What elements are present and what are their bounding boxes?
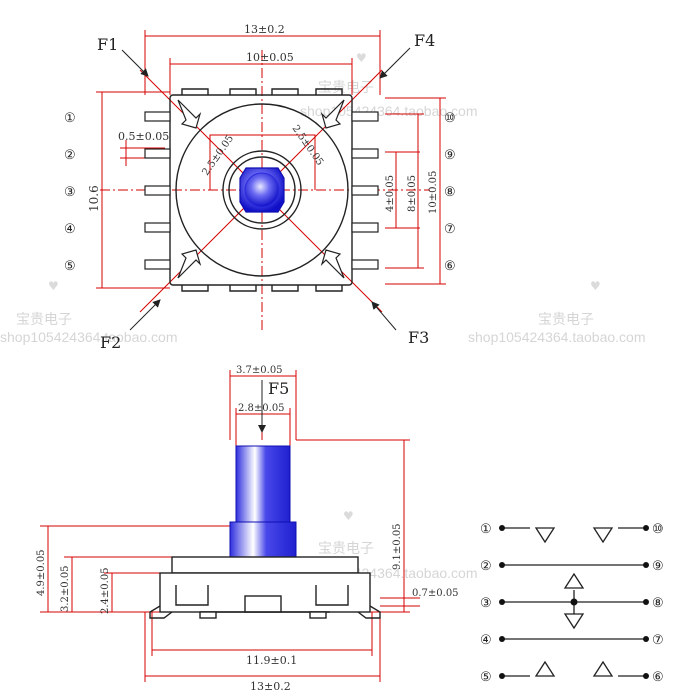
knob-top [239,167,285,213]
watermark-url-2: shop105424364.taobao.com [0,329,177,345]
pin-label-2: ② [64,148,76,163]
pin-label-8: ⑧ [444,185,456,200]
watermark-shop-1: 宝贵电子 [318,79,374,95]
dim-knob-inner: 2.8±0.05 [238,403,285,414]
watermark: 宝贵电子 shop105424364.taobao.com 宝贵电子 shop1… [0,51,645,581]
schem-pin-8: ⑧ [652,596,664,611]
dim-lead: 0.7±0.05 [412,588,459,599]
dim-h-49: 4.9±0.05 [36,549,47,596]
dim-knob-width: 3.7±0.05 [236,365,283,376]
schematic: ① ② ③ ④ ⑤ ⑩ ⑨ ⑧ ⑦ ⑥ [480,522,664,685]
schem-pin-7: ⑦ [652,633,664,648]
right-pins [351,111,379,270]
dim-h-24: 2.4±0.05 [100,567,111,614]
dim-w-119: 11.9±0.1 [246,654,297,667]
heart-icon: ♥ [48,279,59,293]
schem-pin-6: ⑥ [652,670,664,685]
force-label-f3: F3 [408,328,429,347]
pin-label-5: ⑤ [64,259,76,274]
knob-side [229,445,297,559]
force-label-f2: F2 [100,333,121,352]
pin-label-7: ⑦ [444,222,456,237]
pin-label-1: ① [64,111,76,126]
pin-label-10: ⑩ [444,111,456,126]
schem-pin-5: ⑤ [480,670,492,685]
side-view: F5 3.7±0.05 2.8±0.05 4.9±0.05 3.2±0.05 2… [36,365,459,693]
dim-diag-left: 2.5±0.05 [200,133,236,177]
watermark-shop-4: 宝贵电子 [318,540,374,556]
dim-height-left: 10.6 [87,185,101,212]
dim-h-32: 3.2±0.05 [60,565,71,612]
dim-span-10: 10±0.05 [428,171,439,214]
force-label-f4: F4 [414,31,435,50]
dim-body-width: 10±0.05 [246,51,294,64]
switch-body-side [149,556,381,619]
dim-pin-width: 0.5±0.05 [118,130,169,143]
schem-pin-2: ② [480,559,492,574]
force-label-f1: F1 [97,35,118,54]
top-view: F1 F4 F2 F3 13±0.2 10±0.05 0.5±0.05 2.5±… [64,23,456,352]
left-pins [144,111,171,270]
dim-h-91: 9.1±0.05 [392,523,403,570]
pin-label-3: ③ [64,185,76,200]
watermark-shop-3: 宝贵电子 [538,311,594,327]
schem-pin-9: ⑨ [652,559,664,574]
heart-icon: ♥ [343,509,354,523]
schem-pin-1: ① [480,522,492,537]
dim-pitch-4: 4±0.05 [385,175,396,212]
watermark-shop-2: 宝贵电子 [16,311,72,327]
dim-pitch-8: 8±0.05 [407,175,418,212]
schem-pin-10: ⑩ [652,522,664,537]
dim-diag-right: 2.5±0.05 [290,123,326,167]
schem-pin-4: ④ [480,633,492,648]
schem-pin-3: ③ [480,596,492,611]
pin-label-9: ⑨ [444,148,456,163]
watermark-url-3: shop105424364.taobao.com [468,329,645,345]
dim-overall-width: 13±0.2 [244,23,285,36]
pin-label-4: ④ [64,222,76,237]
force-label-f5: F5 [268,379,289,398]
heart-icon: ♥ [590,279,601,293]
dim-w-13: 13±0.2 [250,680,291,693]
pin-label-6: ⑥ [444,259,456,274]
heart-icon: ♥ [356,51,367,65]
